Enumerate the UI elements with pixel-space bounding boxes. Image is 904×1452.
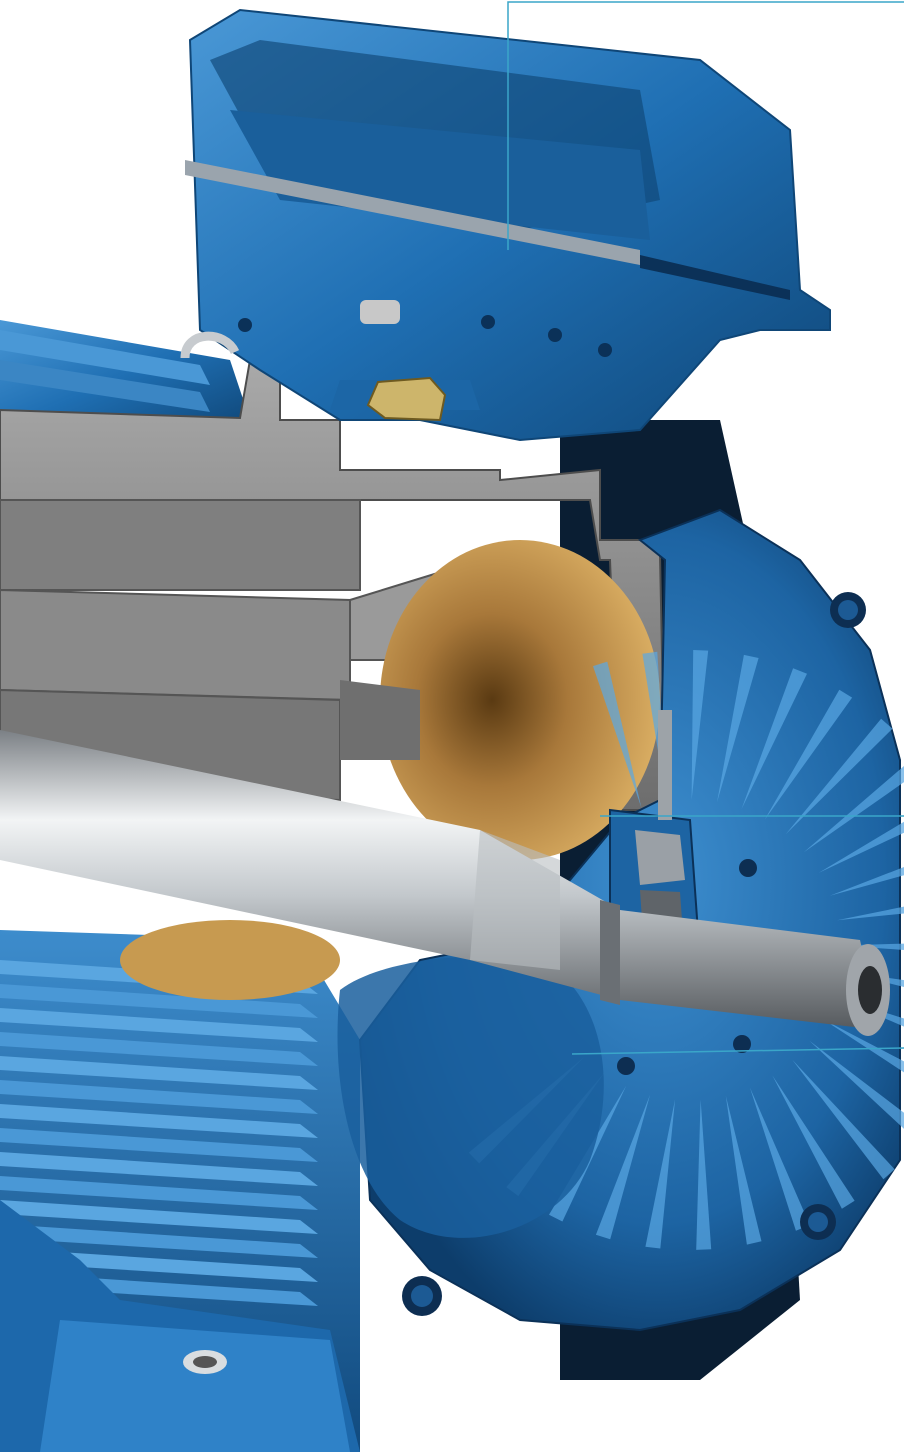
endshield-rib (725, 1095, 762, 1245)
mounting-foot-top (40, 1320, 350, 1452)
lifting-eye (180, 331, 240, 359)
stator-core-lower (340, 680, 420, 760)
cooling-fin (0, 984, 318, 1018)
endshield-rib (749, 1087, 810, 1231)
cooling-fin (0, 1032, 318, 1066)
endshield-rib (696, 1099, 712, 1250)
endshield-rib (803, 766, 904, 853)
lower-end-ring (120, 920, 340, 1000)
endshield-lower-bowl (337, 956, 604, 1238)
cooling-fin (0, 1152, 318, 1186)
endshield-bolts (402, 592, 866, 1316)
terminal-box (185, 8, 831, 442)
cooling-fin (0, 1224, 318, 1258)
cooling-fin (0, 1128, 318, 1162)
endshield-rib (809, 1040, 904, 1129)
cooling-fin (0, 1104, 318, 1138)
upper-fins (0, 330, 210, 412)
callout-lines (507, 1, 904, 1055)
stator-core-top (0, 499, 361, 591)
cooling-fin (0, 1056, 318, 1090)
endshield-rib (823, 1019, 904, 1073)
endshield-rib (741, 668, 807, 810)
endshield-rib (772, 1075, 855, 1209)
stator-core-middle (0, 588, 351, 702)
terminal-connector (366, 376, 447, 422)
cooling-fin (0, 1080, 318, 1114)
endshield-rib (691, 650, 709, 800)
endshield-rib (818, 821, 904, 873)
rotor-end-ring (380, 540, 660, 860)
cooling-fin (0, 1008, 318, 1042)
callout-line-terminal-box (507, 1, 904, 250)
cooling-fin (0, 1176, 318, 1210)
endshield-rib (593, 661, 642, 809)
cooling-fins (0, 960, 318, 1306)
endshield-rib (717, 654, 759, 803)
endshield-rib (829, 867, 904, 896)
endshield-rib (785, 718, 893, 835)
endshield-rib (837, 906, 904, 921)
endshield-rib (595, 1094, 651, 1240)
endshield-rib (792, 1059, 895, 1180)
cooling-fin (0, 1200, 318, 1234)
cooling-fin (0, 1248, 318, 1282)
shaft (0, 730, 890, 1036)
endshield-rib (645, 1099, 676, 1249)
callout-line-endshield (571, 1047, 904, 1055)
endshield-rib (764, 689, 853, 820)
